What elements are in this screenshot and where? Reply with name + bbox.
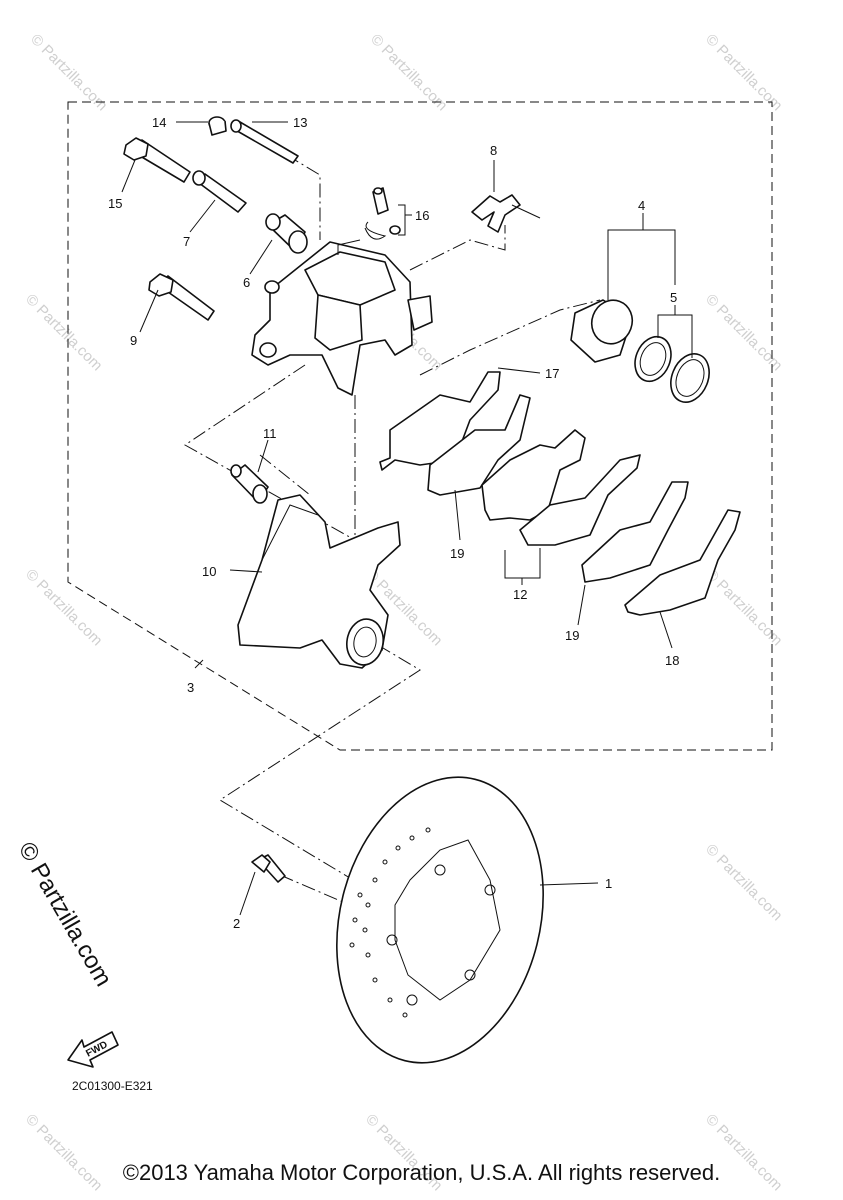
diagram-code: 2C01300-E321: [72, 1079, 153, 1093]
watermark: © Partzilla.com: [22, 291, 105, 374]
piston-4: [570, 299, 634, 363]
callout-19-left: 19: [450, 546, 464, 561]
brake-disc-1: [336, 776, 544, 1064]
callouts: 1 2 3 4 5 6 7 8 9 10 11 12 13 14 15 16 1…: [108, 115, 679, 931]
pad-spring-8: [471, 194, 541, 233]
disc-bolt-2: [251, 854, 286, 883]
callout-2: 2: [233, 916, 240, 931]
assembly-boundary: [67, 101, 773, 751]
shim-18: [624, 509, 741, 616]
callout-15: 15: [108, 196, 122, 211]
bushing-11: [230, 464, 269, 504]
pin-13: [230, 119, 299, 164]
callout-10: 10: [202, 564, 216, 579]
bolt-15: [123, 137, 191, 183]
watermark: © Partzilla.com: [702, 566, 785, 649]
callout-16: 16: [415, 208, 429, 223]
callout-18: 18: [665, 653, 679, 668]
callout-19-right: 19: [565, 628, 579, 643]
watermark: © Partzilla.com: [22, 566, 105, 649]
watermark: © Partzilla.com: [702, 841, 785, 924]
brake-pad-set-12: [481, 429, 641, 546]
callout-7: 7: [183, 234, 190, 249]
callout-17: 17: [545, 366, 559, 381]
callout-14: 14: [152, 115, 166, 130]
callout-3: 3: [187, 680, 194, 695]
callout-5: 5: [670, 290, 677, 305]
bolt-9: [148, 273, 215, 321]
callout-13: 13: [293, 115, 307, 130]
brake-pad-19-right: [581, 481, 689, 583]
fwd-arrow-icon: FWD: [67, 1031, 119, 1068]
sleeve-7: [192, 170, 247, 213]
copyright-footer: ©2013 Yamaha Motor Corporation, U.S.A. A…: [122, 1160, 721, 1185]
callout-9: 9: [130, 333, 137, 348]
seal-5: [634, 335, 710, 403]
caliper-bracket-10: [237, 494, 401, 669]
brake-pad-19-left: [427, 394, 531, 496]
caliper-body: [251, 239, 433, 396]
callout-8: 8: [490, 143, 497, 158]
side-watermark: © Partzilla.com: [13, 838, 117, 992]
leader-lines: [121, 121, 693, 916]
callout-4: 4: [638, 198, 645, 213]
bushing-6: [265, 213, 308, 254]
collar-14: [208, 116, 227, 136]
callout-12: 12: [513, 587, 527, 602]
callout-11: 11: [263, 426, 277, 441]
bleed-screw-16: [364, 187, 401, 240]
disc-holes: [349, 827, 431, 1018]
callout-1: 1: [605, 876, 612, 891]
watermark: © Partzilla.com: [702, 291, 785, 374]
callout-6: 6: [243, 275, 250, 290]
